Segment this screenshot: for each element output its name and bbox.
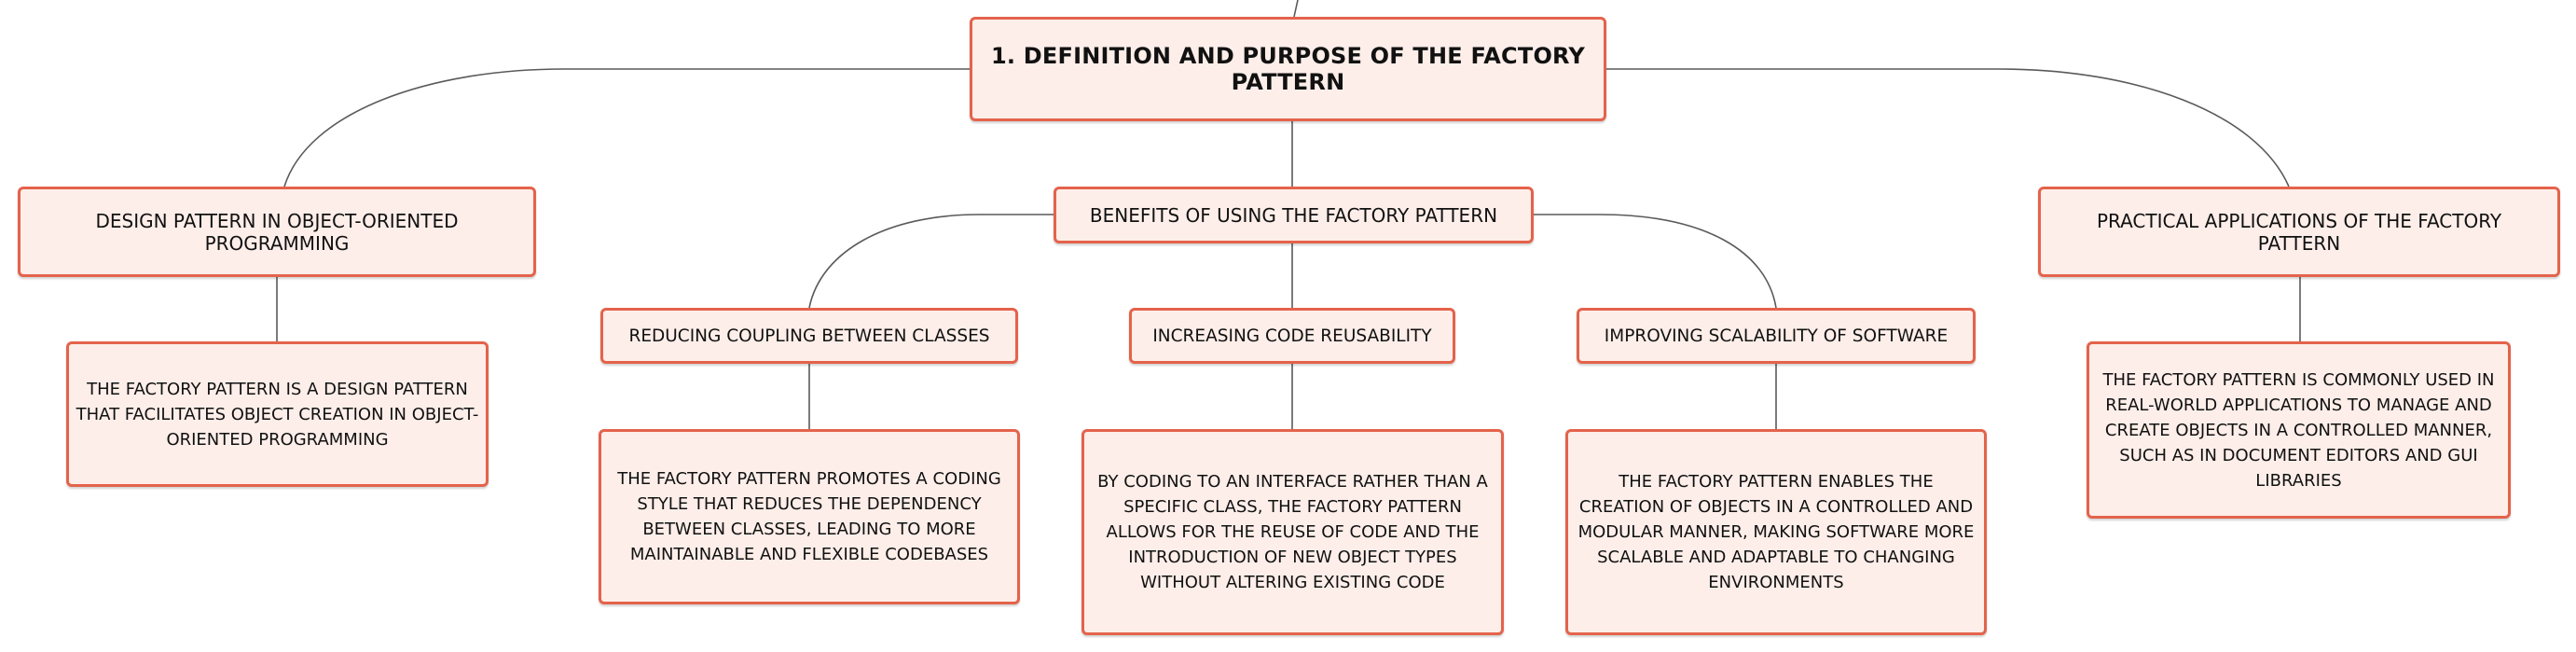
design-pattern-description-node[interactable]: THE FACTORY PATTERN IS A DESIGN PATTERN …: [66, 341, 489, 487]
root-topic-node[interactable]: 1. DEFINITION AND PURPOSE OF THE FACTORY…: [970, 17, 1606, 121]
reducing-coupling-topic-label: REDUCING COUPLING BETWEEN CLASSES: [628, 326, 990, 346]
practical-applications-description-node[interactable]: THE FACTORY PATTERN IS COMMONLY USED IN …: [2087, 341, 2511, 519]
connector-root-to-practical: [1606, 68, 2290, 187]
connector-benefits-to-scalability: [1532, 214, 1777, 309]
connector-benefits-to-reducing-coupling: [808, 214, 1054, 309]
reducing-coupling-description-node[interactable]: THE FACTORY PATTERN PROMOTES A CODING ST…: [599, 429, 1020, 604]
root-topic-label: 1. DEFINITION AND PURPOSE OF THE FACTORY…: [990, 43, 1585, 95]
design-pattern-topic-node[interactable]: DESIGN PATTERN IN OBJECT-ORIENTED PROGRA…: [18, 187, 536, 277]
code-reusability-description-text: BY CODING TO AN INTERFACE RATHER THAN A …: [1097, 472, 1488, 592]
scalability-description-node[interactable]: THE FACTORY PATTERN ENABLES THE CREATION…: [1565, 429, 1987, 635]
practical-applications-topic-label: PRACTICAL APPLICATIONS OF THE FACTORY PA…: [2096, 209, 2502, 255]
practical-applications-topic-node[interactable]: PRACTICAL APPLICATIONS OF THE FACTORY PA…: [2038, 187, 2560, 277]
practical-applications-description-text: THE FACTORY PATTERN IS COMMONLY USED IN …: [2102, 369, 2495, 491]
code-reusability-topic-node[interactable]: INCREASING CODE REUSABILITY: [1129, 308, 1455, 364]
scalability-topic-node[interactable]: IMPROVING SCALABILITY OF SOFTWARE: [1577, 308, 1976, 364]
scalability-topic-label: IMPROVING SCALABILITY OF SOFTWARE: [1604, 326, 1949, 346]
reducing-coupling-topic-node[interactable]: REDUCING COUPLING BETWEEN CLASSES: [600, 308, 1018, 364]
design-pattern-topic-label: DESIGN PATTERN IN OBJECT-ORIENTED PROGRA…: [95, 209, 459, 255]
code-reusability-topic-label: INCREASING CODE REUSABILITY: [1152, 326, 1432, 346]
code-reusability-description-node[interactable]: BY CODING TO AN INTERFACE RATHER THAN A …: [1081, 429, 1504, 635]
benefits-topic-node[interactable]: BENEFITS OF USING THE FACTORY PATTERN: [1054, 187, 1534, 243]
benefits-topic-label: BENEFITS OF USING THE FACTORY PATTERN: [1089, 203, 1498, 227]
connector-root-to-design-pattern: [283, 68, 970, 187]
scalability-description-text: THE FACTORY PATTERN ENABLES THE CREATION…: [1577, 472, 1975, 592]
design-pattern-description-text: THE FACTORY PATTERN IS A DESIGN PATTERN …: [76, 379, 479, 450]
reducing-coupling-description-text: THE FACTORY PATTERN PROMOTES A CODING ST…: [617, 469, 1001, 564]
connector-root-parent: [1293, 0, 1299, 18]
